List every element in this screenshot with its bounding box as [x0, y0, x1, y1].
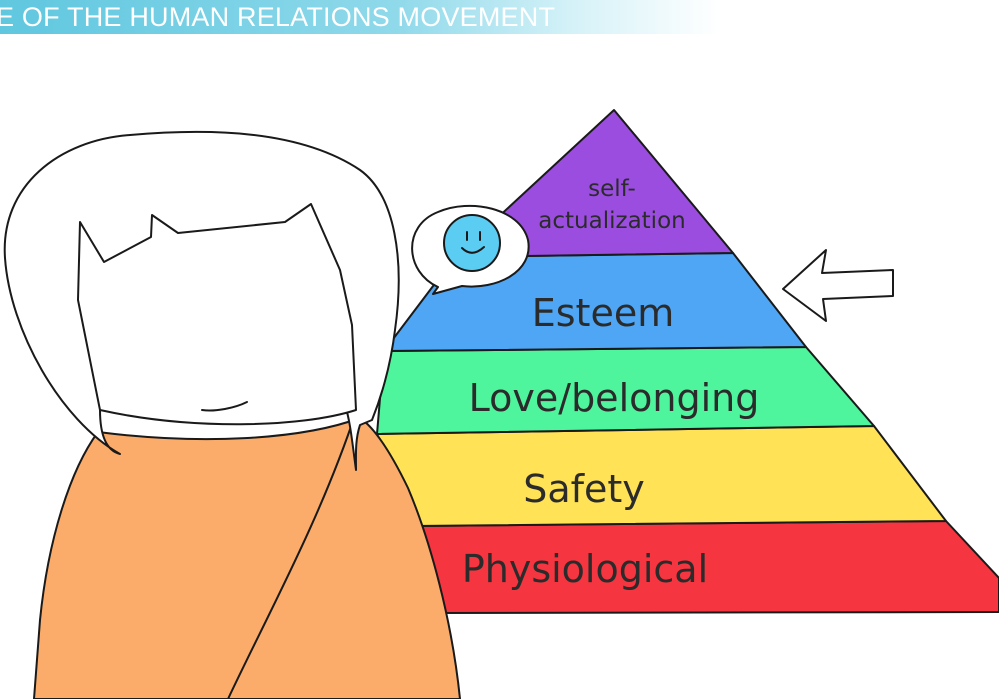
- tier-label-self-line1: self-: [588, 176, 636, 202]
- tier-label-self-line2: actualization: [538, 208, 685, 234]
- person-smile: [201, 401, 248, 412]
- banner-title: E OF THE HUMAN RELATIONS MOVEMENT: [0, 2, 556, 32]
- person-face: [77, 203, 357, 426]
- left-arrow-icon: [782, 249, 894, 322]
- tier-label-love-belonging: Love/belonging: [469, 376, 760, 420]
- smiley-face: [443, 214, 501, 272]
- tier-label-physiological: Physiological: [462, 547, 708, 591]
- maslow-pyramid: [376, 109, 999, 614]
- tier-label-esteem: Esteem: [532, 291, 674, 335]
- title-banner: E OF THE HUMAN RELATIONS MOVEMENT: [0, 0, 720, 34]
- tier-safety: [376, 425, 947, 527]
- tier-self-actualization: [454, 109, 734, 258]
- tier-label-safety: Safety: [523, 467, 645, 511]
- smiley-thought-bubble-icon: [411, 204, 530, 295]
- person-figure: [3, 130, 461, 699]
- person-robe: [33, 417, 461, 699]
